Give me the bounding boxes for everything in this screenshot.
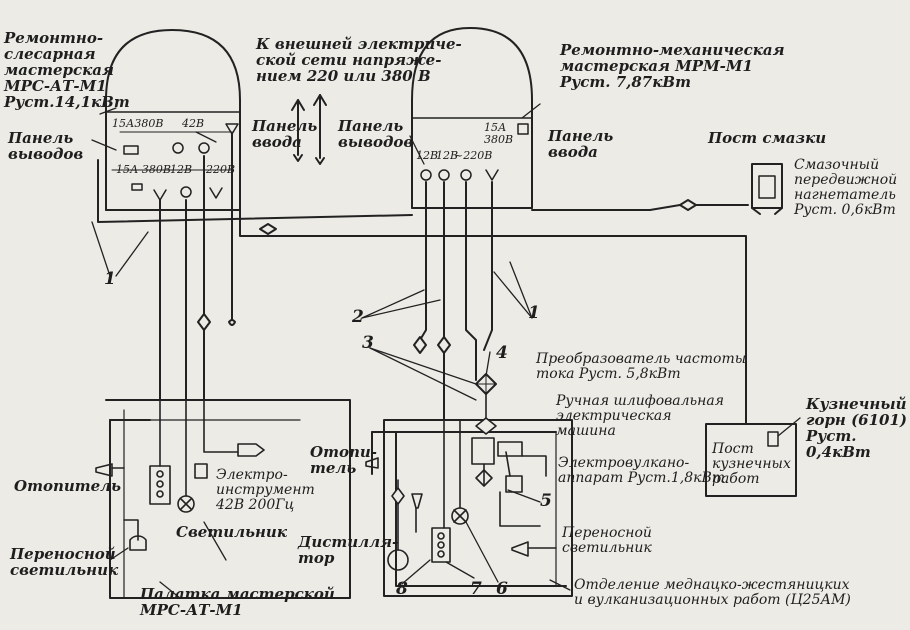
tent-consumers [95, 399, 265, 551]
callout-6: 6 [496, 579, 508, 599]
voltage-220b-right: ~220В [454, 149, 493, 162]
voltage-12b-left: 12В [170, 163, 193, 176]
rm-workshop-label: Ремонтно-механическая мастерская МРМ-М1 … [560, 41, 785, 91]
panel-out-left-label: Панель выводов [8, 129, 84, 163]
voltage-12b-r1: 12В [416, 149, 439, 162]
voltage-220b-left: 220В [206, 163, 236, 176]
grinder-label: Ручная шлифовальная электрическая машина [556, 393, 724, 439]
distiller-label: Дистилля- тор [298, 533, 399, 567]
department-outline [371, 419, 573, 597]
portable-lamp-right-label: Переносной светильник [562, 525, 652, 556]
callout-3: 3 [362, 333, 374, 353]
left-drop-cables [159, 133, 236, 401]
callout-2: 2 [352, 307, 364, 327]
tent-outline [105, 399, 351, 599]
callout-5: 5 [540, 491, 552, 511]
heater-right-label: Отопи- тель [310, 443, 377, 477]
freq-converter-label: Преобразователь частоты тока Руст. 5,8кВ… [536, 351, 747, 382]
panel-in-right-label: Панель ввода [548, 127, 614, 161]
panel-in-left-label: Панель ввода [252, 117, 318, 151]
voltage-15a-right: 15А 380В [484, 121, 514, 146]
callout-7: 7 [470, 579, 482, 599]
callout-8: 8 [396, 579, 408, 599]
tent-label: Палатка мастерской МРС-АТ-М1 [140, 585, 335, 619]
voltage-15a380b-low: 15А 380В [116, 163, 171, 176]
trunk-cable [97, 159, 749, 421]
department-consumers [365, 393, 557, 571]
callout-leaders [91, 103, 571, 599]
lube-unit-label: Смазочный передвижной нагнетатель Руст. … [794, 157, 898, 218]
forge-post-box [705, 417, 801, 497]
forge-post-label: Пост кузнечных работ [712, 441, 791, 487]
left-panel-connectors [123, 123, 239, 201]
rs-workshop-label: Ремонтно- слесарная мастерская МРС-АТ-М1… [4, 29, 130, 111]
portable-lamp-left-label: Переносной светильник [10, 545, 119, 579]
rm-workshop-van [411, 27, 533, 209]
external-network-label: К внешней электриче- ской сети напряже- … [256, 35, 462, 85]
callout-1-left: 1 [104, 269, 116, 289]
electrotool-label: Электро- инструмент 42В 200Гц [216, 467, 315, 513]
callout-4: 4 [496, 343, 508, 363]
callout-1-right: 1 [528, 303, 540, 323]
lamp-left-label: Светильник [176, 523, 287, 541]
forge-label: Кузнечный горн (6101) Руст. 0,4кВт [806, 395, 908, 461]
panel-out-right-label: Панель выводов [338, 117, 414, 151]
department-label: Отделение меднацко-жестяницких и вулкани… [574, 577, 851, 608]
right-drop-cables [413, 181, 497, 421]
voltage-12b-r2: 12В [436, 149, 459, 162]
right-panel-connectors [420, 123, 529, 181]
rs-workshop-van [105, 29, 241, 211]
lube-post-label: Пост смазки [708, 129, 827, 147]
lube-post-box [751, 163, 783, 215]
voltage-15a380b: 15А380В [112, 117, 164, 130]
external-supply-plugs [291, 94, 327, 165]
heater-left-label: Отопитель [14, 477, 122, 495]
vulcanizer-label: Электровулкано- аппарат Руст.1,8кВт [558, 455, 726, 486]
voltage-42b: 42В [182, 117, 205, 130]
